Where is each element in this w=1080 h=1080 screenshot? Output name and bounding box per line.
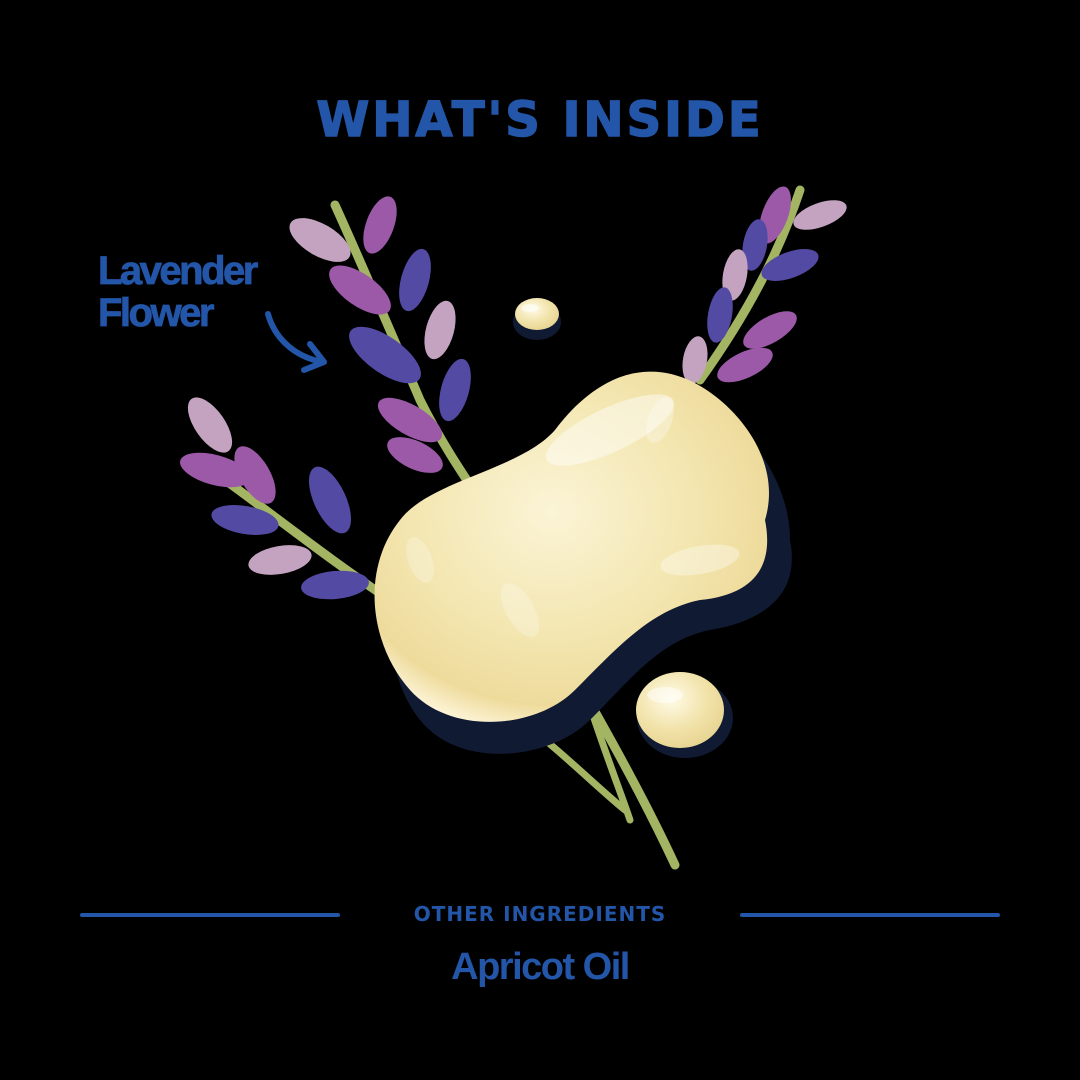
callout-line-1: Lavender bbox=[98, 249, 259, 293]
ingredient-item: Apricot Oil bbox=[451, 946, 630, 988]
oil-droplet-icon bbox=[636, 672, 724, 748]
lavender-sprig-icon bbox=[180, 397, 395, 605]
lavender-sprig-icon bbox=[289, 196, 485, 505]
lavender-sprig-icon bbox=[682, 185, 847, 385]
divider-left bbox=[80, 913, 340, 917]
oil-droplet-icon bbox=[515, 298, 559, 330]
curved-arrow-icon bbox=[265, 311, 327, 373]
page-title: WHAT'S INSIDE bbox=[316, 91, 764, 149]
lavender-callout: Lavender Flower bbox=[98, 249, 259, 335]
other-ingredients-label: OTHER INGREDIENTS bbox=[413, 902, 667, 926]
divider-right bbox=[740, 913, 1000, 917]
oil-droplet-icon bbox=[374, 371, 769, 722]
callout-line-2: Flower bbox=[98, 291, 215, 335]
